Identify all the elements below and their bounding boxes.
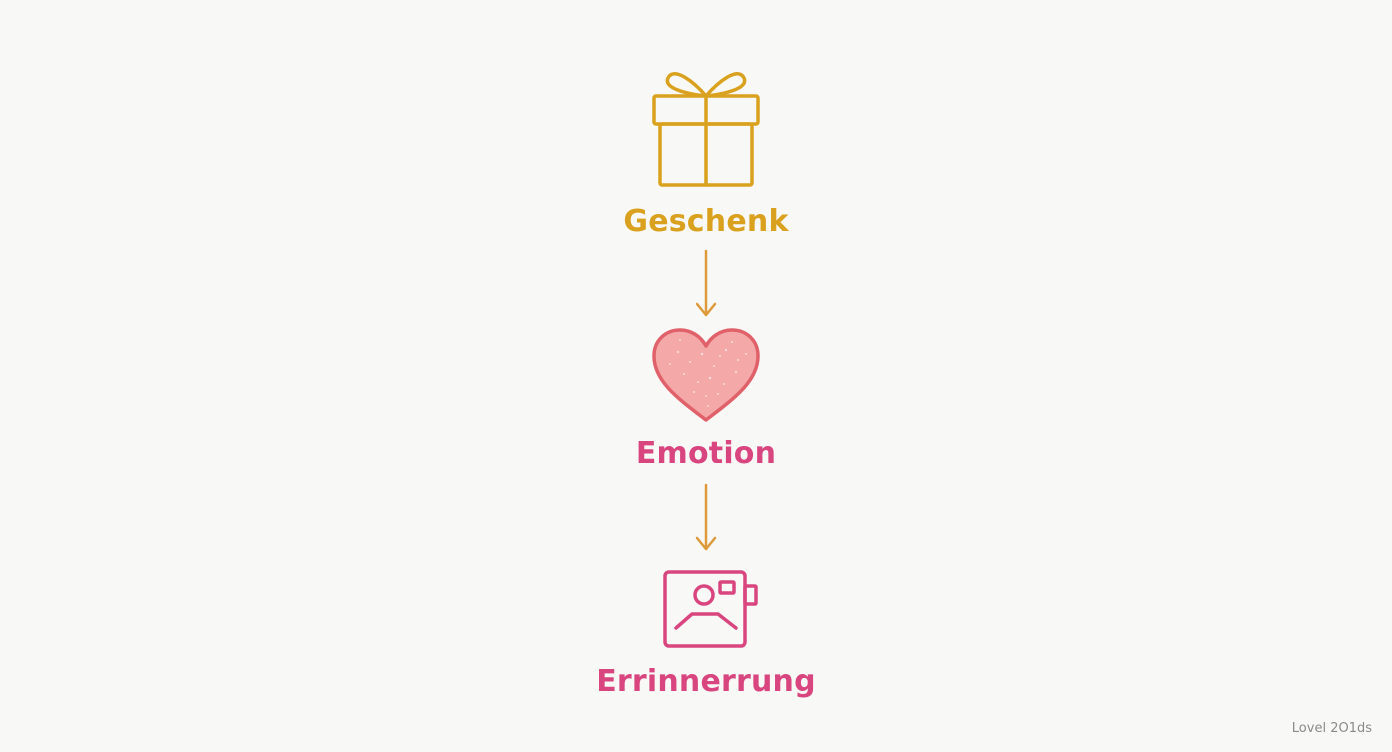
- step-label-memory: Errinnerrung: [596, 664, 816, 699]
- step-label-gift: Geschenk: [623, 204, 789, 239]
- step-label-emotion: Emotion: [635, 436, 777, 471]
- photo-camera-icon: [663, 570, 758, 648]
- gift-icon: [652, 72, 760, 187]
- arrow-down-icon: [695, 483, 717, 551]
- arrow-down-icon: [695, 249, 717, 317]
- watermark-text: Lovel 2O1ds: [1291, 721, 1372, 736]
- heart-icon: [652, 328, 760, 422]
